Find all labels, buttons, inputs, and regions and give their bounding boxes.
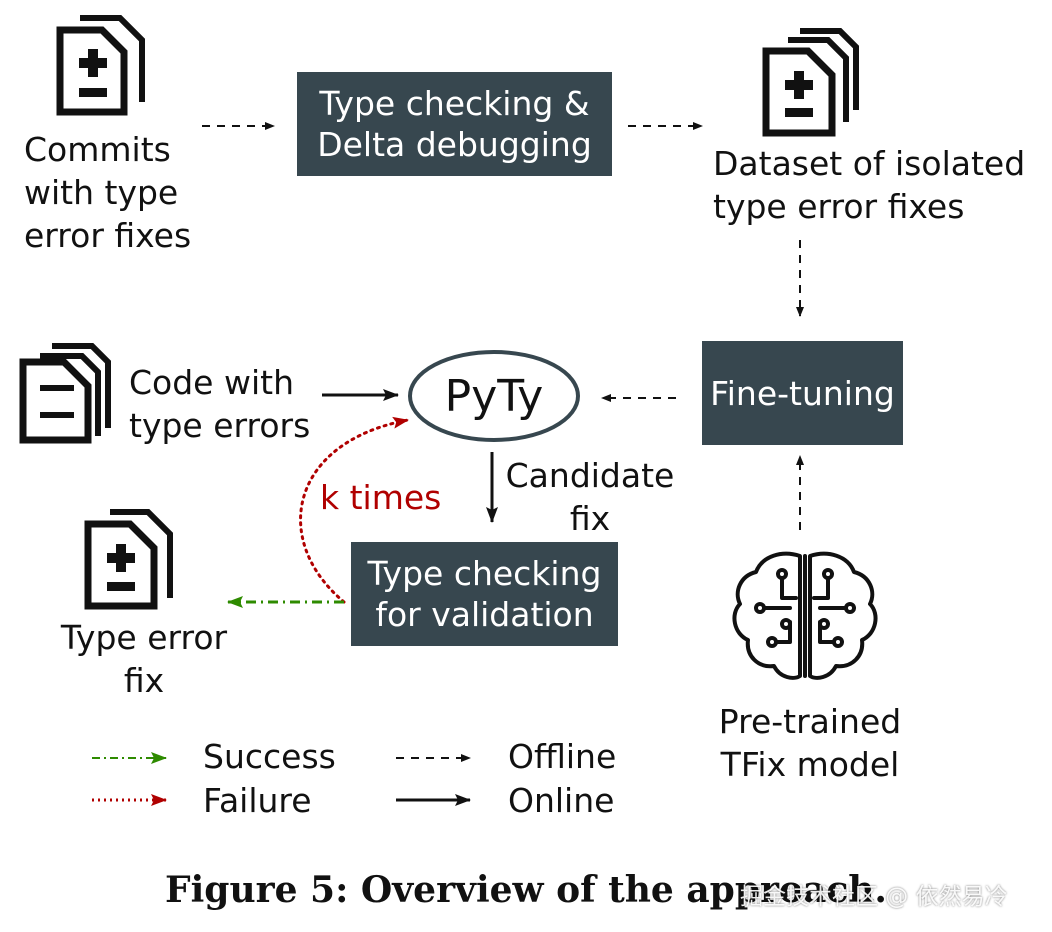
- pyty-node: [408, 350, 580, 442]
- commits-label: Commits with type error fixes: [24, 130, 192, 255]
- legend-success-label: Success: [203, 737, 336, 776]
- legend-online-label: Online: [508, 781, 615, 820]
- type-error-fix-label: Type error fix: [60, 618, 228, 700]
- figure-caption: Figure 5: Overview of the approach.: [165, 869, 887, 911]
- document-plus-minus-icon: [84, 509, 173, 610]
- watermark: 掘金技术社区 @ 依然易冷: [740, 884, 1008, 910]
- k-times-label: k times: [320, 478, 442, 517]
- candidate-fix-label: Candidate fix: [505, 456, 675, 538]
- type-checking-validation-box: Type checking for validation: [351, 542, 618, 646]
- fine-tuning-box: Fine-tuning: [702, 341, 903, 445]
- arrow-failure-loop: [299, 416, 410, 604]
- legend-offline-label: Offline: [508, 737, 617, 776]
- document-stack-plus-minus-icon: [762, 28, 859, 137]
- code-with-errors-label: Code with type errors: [129, 363, 311, 445]
- legend-failure-label: Failure: [203, 781, 312, 820]
- pretrained-model-label: Pre-trained TFix model: [718, 702, 902, 784]
- document-plus-minus-icon: [56, 15, 145, 116]
- type-checking-delta-box: Type checking & Delta debugging: [297, 72, 612, 176]
- pyty-label: PyTy: [444, 370, 544, 422]
- dataset-label: Dataset of isolated type error fixes: [713, 144, 1026, 226]
- document-stack-lines-icon: [19, 343, 111, 444]
- ai-brain-circuit-icon: [732, 551, 878, 680]
